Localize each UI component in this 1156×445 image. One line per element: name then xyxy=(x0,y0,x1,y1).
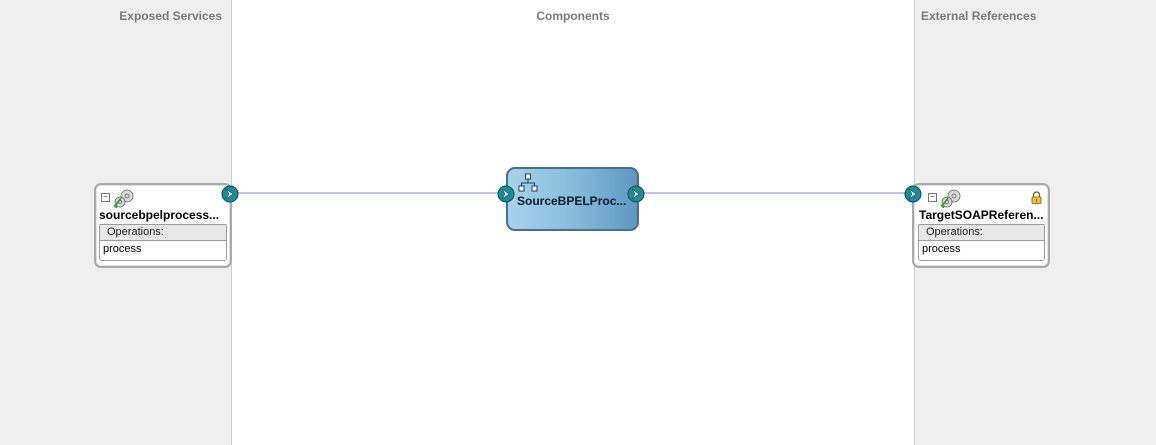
bpel-process-icon xyxy=(518,173,538,192)
service-port-icon[interactable] xyxy=(221,185,239,203)
wire-component-to-reference[interactable] xyxy=(644,192,906,194)
collapse-button[interactable]: − xyxy=(101,193,110,202)
operations-list: process xyxy=(918,240,1045,261)
external-references-title: External References xyxy=(921,9,1037,23)
collapse-button[interactable]: − xyxy=(928,193,937,202)
exposed-service-box[interactable]: − sourcebpelprocess... Operations: proce… xyxy=(94,183,239,268)
component-reference-port-icon[interactable] xyxy=(627,185,645,203)
lock-icon xyxy=(1031,191,1042,204)
gears-icon xyxy=(113,189,134,208)
operation-item[interactable]: process xyxy=(922,243,961,255)
external-reference-box[interactable]: − TargetSOAPReferen... Operations: proce… xyxy=(904,183,1050,268)
external-reference-name: TargetSOAPReferen... xyxy=(919,208,1044,222)
wire-service-to-component[interactable] xyxy=(238,192,500,194)
operation-item[interactable]: process xyxy=(103,243,142,255)
exposed-services-title: Exposed Services xyxy=(119,9,222,23)
reference-port-icon[interactable] xyxy=(904,185,922,203)
component-name: SourceBPELProc... xyxy=(517,194,627,208)
operations-header: Operations: xyxy=(99,224,227,241)
exposed-service-name: sourcebpelprocess... xyxy=(99,208,220,222)
bpel-component[interactable]: SourceBPELProc... xyxy=(497,167,645,231)
operations-header: Operations: xyxy=(918,224,1045,241)
operations-list: process xyxy=(99,240,227,261)
gears-icon xyxy=(940,189,961,208)
component-service-port-icon[interactable] xyxy=(497,185,515,203)
components-title: Components xyxy=(536,9,610,23)
